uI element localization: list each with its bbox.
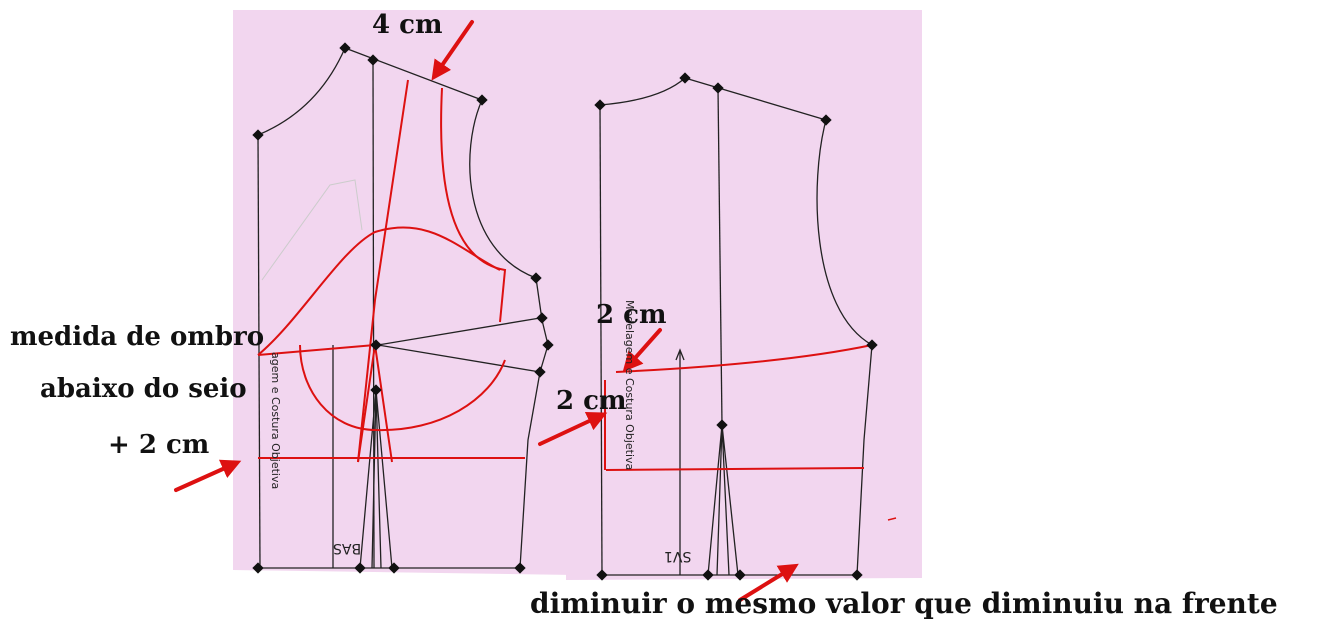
arrow-4cm	[431, 20, 474, 81]
red-arrows	[174, 20, 799, 602]
label-4cm: 4 cm	[372, 10, 443, 40]
label-back-2cm-top: 2 cm	[596, 300, 667, 330]
back-pattern-paper	[566, 10, 922, 580]
label-front-waist-line2: abaixo do seio	[40, 374, 247, 404]
label-front-waist-line3: + 2 cm	[108, 430, 210, 460]
arrow-back-2cm-mid	[538, 412, 608, 446]
front-pattern-paper	[233, 10, 575, 575]
front-red-markup	[257, 79, 525, 463]
arrow-back-2cm-top	[622, 328, 662, 372]
back-bodice-outline	[599, 77, 873, 576]
label-front-waist-line1: medida de ombro	[10, 322, 265, 352]
front-watermark: agem e Costura Objetiva	[269, 352, 282, 490]
arrow-front-waist	[174, 459, 242, 492]
arrow-bottom	[738, 563, 799, 602]
red-tick	[887, 517, 897, 521]
label-back-2cm-mid: 2 cm	[556, 386, 627, 416]
label-bottom-instruction: diminuir o mesmo valor que diminuiu na f…	[530, 587, 1278, 620]
back-piece-code: SV1	[664, 548, 692, 564]
front-piece-code: BAS	[333, 540, 362, 556]
